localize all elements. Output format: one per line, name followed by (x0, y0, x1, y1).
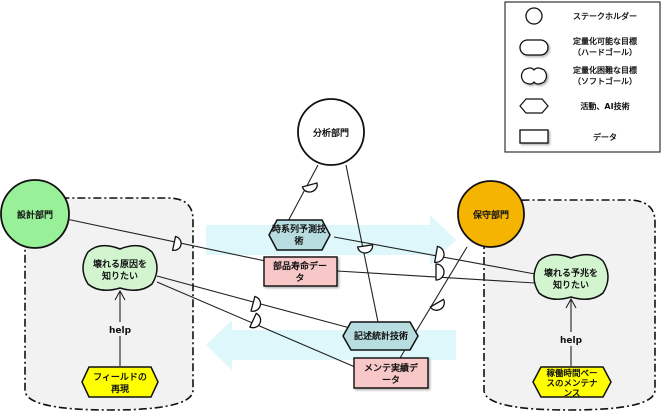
link-analysis-descriptive (345, 164, 379, 323)
help-label-right: help (560, 336, 583, 346)
node-label: 稼働時間ベー (546, 368, 597, 379)
data-parts-life[interactable]: 部品寿命デー タ (263, 256, 338, 287)
node-label: 知りたい (552, 279, 589, 291)
node-label: 定量化困難な目標 (572, 65, 637, 75)
node-label: 定量化可能な目標 (572, 36, 637, 46)
link-timeseries-rightgoal (333, 236, 536, 275)
legend-data-icon (519, 129, 549, 144)
node-label: メンテ実績デ (364, 362, 419, 374)
help-arrowhead-right (565, 297, 577, 309)
activity-timeseries[interactable]: 時系列予測技 術 (268, 218, 331, 251)
stakeholder-analysis[interactable]: 分析部門 (297, 98, 365, 166)
node-label: スのメンテナ (546, 379, 598, 389)
node-label: 壊れる予兆を (544, 267, 598, 279)
contribution-marker (356, 244, 374, 254)
node-label: 部品寿命デー (273, 260, 327, 272)
node-label: 分析部門 (313, 127, 349, 139)
node-label: 保守部門 (472, 209, 509, 221)
node-label: 知りたい (101, 270, 138, 282)
softgoal-left[interactable]: 壊れる原因を 知りたい (82, 244, 158, 291)
legend-activity-icon (519, 98, 549, 114)
node-label: （ソフトゴール） (573, 76, 637, 86)
link-design-partslife (51, 215, 271, 263)
node-label: 再現 (111, 384, 129, 395)
maintenance-boundary (483, 199, 656, 411)
legend-softgoal-icon (520, 67, 548, 85)
legend-label: ステークホルダー (573, 11, 637, 21)
node-label: データ (593, 132, 617, 142)
help-arrowhead-left (114, 289, 126, 301)
contribution-marker (301, 182, 318, 193)
node-label: 活動、AI技術 (580, 101, 629, 111)
softgoal-right[interactable]: 壊れる予兆を 知りたい (533, 253, 609, 300)
node-label: 壊れる原因を (93, 258, 147, 270)
node-label: タ (295, 272, 304, 284)
data-maintenance-record[interactable]: メンテ実績デ ータ (353, 357, 429, 389)
contribution-marker (171, 235, 182, 251)
help-label-left: help (109, 326, 132, 336)
node-label: ータ (382, 374, 400, 386)
link-analysis-timeseries (285, 164, 319, 226)
stakeholder-maintenance[interactable]: 保守部門 (457, 180, 525, 248)
node-label: フィールドの (93, 372, 147, 383)
activity-uptime-maintenance[interactable]: 稼働時間ベー スのメンテナ ンス (532, 366, 612, 399)
node-label: ンス (564, 389, 581, 399)
contribution-marker (250, 295, 262, 312)
node-label: 時系列予測技 (272, 223, 327, 235)
node-label: 術 (293, 235, 303, 247)
contribution-marker (249, 312, 262, 329)
legend-stakeholder-icon (525, 7, 543, 25)
node-label: 記述統計技術 (354, 330, 408, 342)
stakeholder-design[interactable]: 設計部門 (0, 179, 70, 249)
node-label: 設計部門 (17, 209, 53, 221)
legend-hardgoal-icon (519, 39, 549, 56)
contribution-marker (429, 298, 445, 311)
activity-descriptive-stats[interactable]: 記述統計技術 (342, 321, 419, 351)
contribution-marker (433, 245, 445, 263)
flow-arrow-right (206, 215, 456, 265)
contribution-markers (171, 182, 445, 329)
legend: ステークホルダー 定量化可能な目標 （ハードゴール） 定量化困難な目標 （ソフト… (504, 1, 661, 153)
activity-field-reproduction[interactable]: フィールドの 再現 (81, 366, 159, 398)
contribution-marker (435, 263, 445, 281)
node-label: （ハードゴール） (573, 47, 637, 57)
